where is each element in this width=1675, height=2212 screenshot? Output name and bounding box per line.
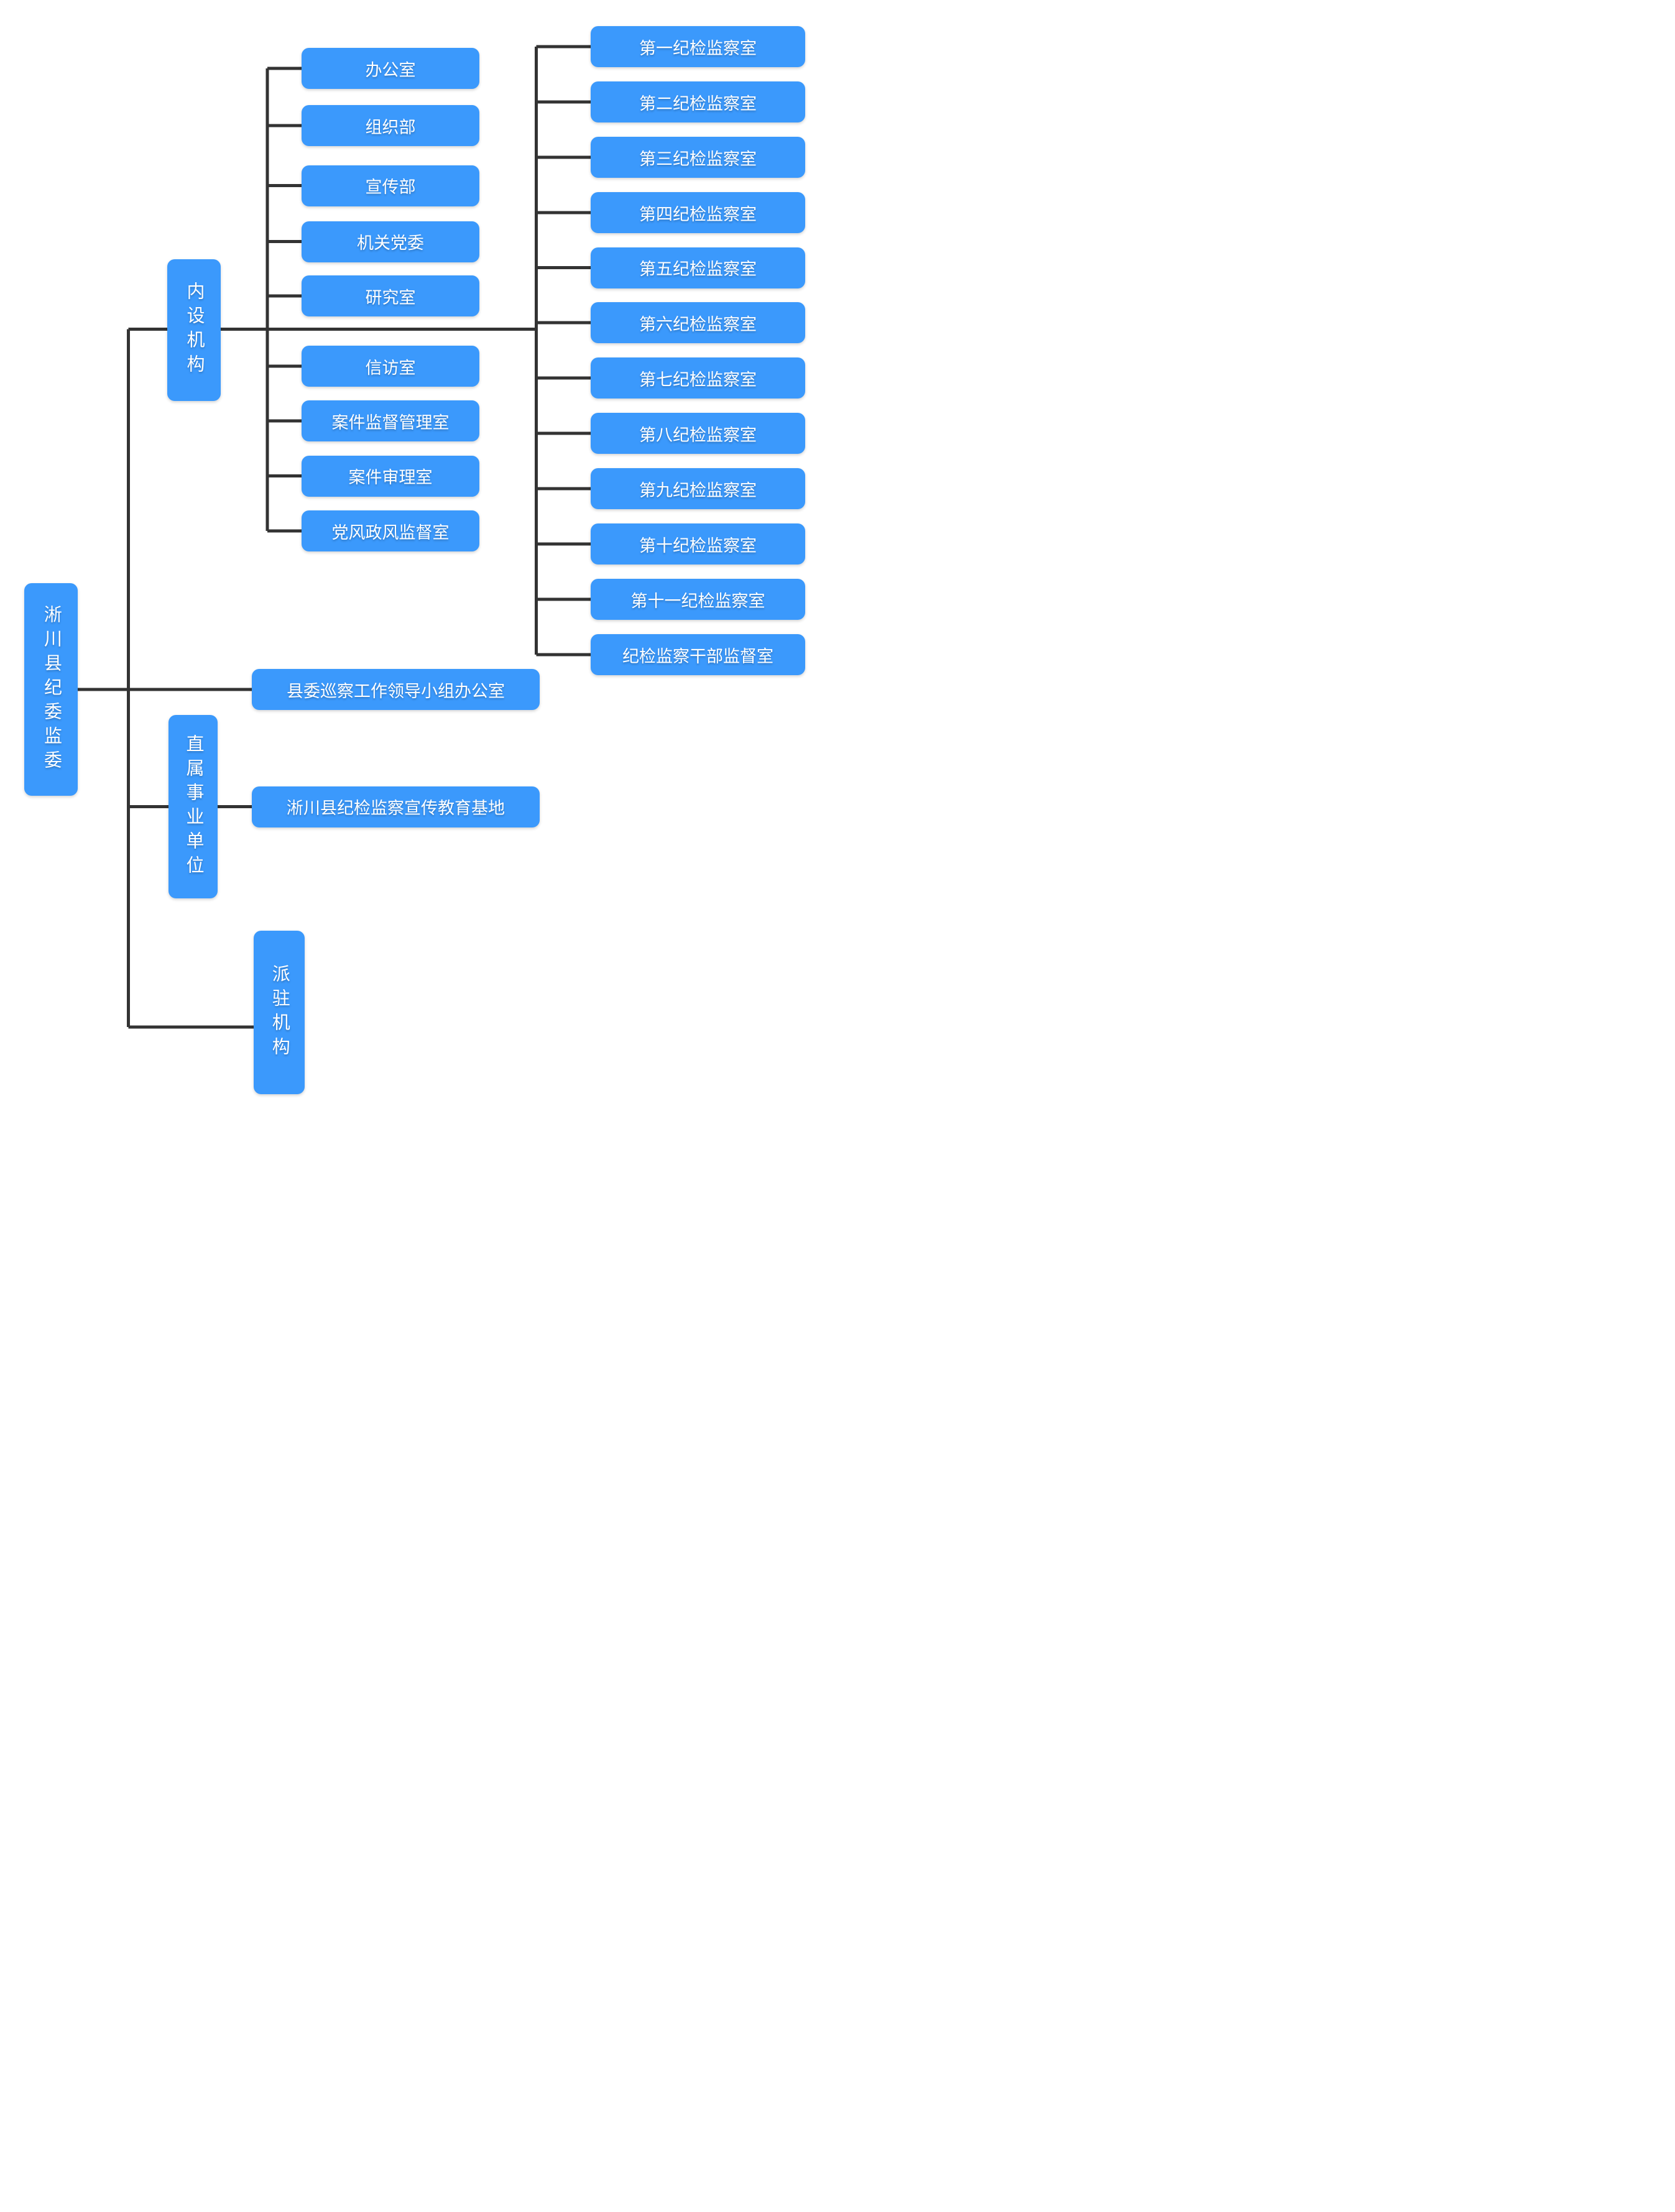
root-node-label: 淅川县纪委监委 [41, 604, 62, 775]
inspection-office-node: 第十一纪检监察室 [591, 579, 805, 620]
root-node: 淅川县纪委监委 [24, 583, 78, 796]
dispatched-org-label: 派驻机构 [269, 964, 290, 1061]
inspection-office-node: 第三纪检监察室 [591, 137, 805, 178]
inspection-office-label: 纪检监察干部监督室 [622, 647, 773, 666]
department-node: 宣传部 [302, 165, 479, 206]
department-node: 办公室 [302, 48, 479, 89]
inspection-office-label: 第九纪检监察室 [639, 481, 757, 500]
inspection-office-node: 第四纪检监察室 [591, 192, 805, 233]
department-label: 党风政风监督室 [331, 523, 450, 542]
inspection-office-node: 第六纪检监察室 [591, 302, 805, 343]
inspection-office-label: 第八纪检监察室 [639, 425, 757, 445]
inspection-office-node: 第九纪检监察室 [591, 468, 805, 509]
inspection-office-node: 第八纪检监察室 [591, 413, 805, 454]
department-node: 案件审理室 [302, 455, 479, 497]
inspection-office-label: 第六纪检监察室 [639, 315, 757, 334]
subordinate-units-node: 直属事业单位 [168, 715, 218, 898]
inspection-office-label: 第七纪检监察室 [639, 370, 757, 389]
internal-org-node: 内设机构 [167, 259, 221, 401]
inspection-office-node: 第一纪检监察室 [591, 26, 805, 67]
department-label: 宣传部 [365, 178, 416, 196]
department-node: 机关党委 [302, 221, 479, 262]
inspection-office-label: 第十纪检监察室 [639, 536, 757, 555]
department-label: 办公室 [365, 60, 416, 80]
inspection-leading-group-office-label: 县委巡察工作领导小组办公室 [287, 681, 505, 701]
department-node: 组织部 [302, 105, 479, 146]
inspection-office-node: 第五纪检监察室 [591, 247, 805, 288]
department-node: 党风政风监督室 [302, 510, 479, 551]
org-chart: 淅川县纪委监委 内设机构 办公室 组织部 宣传部 机关党委 研究室 信访室 案件… [0, 0, 838, 1106]
department-label: 研究室 [365, 288, 416, 307]
internal-org-label: 内设机构 [184, 281, 204, 379]
inspection-office-label: 第五纪检监察室 [639, 260, 757, 279]
inspection-office-node: 纪检监察干部监督室 [591, 634, 805, 675]
department-label: 案件监督管理室 [331, 413, 450, 432]
department-node: 信访室 [302, 346, 479, 387]
inspection-office-node: 第二纪检监察室 [591, 81, 805, 122]
inspection-office-label: 第三纪检监察室 [639, 149, 757, 168]
inspection-office-label: 第十一纪检监察室 [630, 591, 765, 611]
education-base-label: 淅川县纪检监察宣传教育基地 [287, 799, 505, 818]
subordinate-units-label: 直属事业单位 [183, 734, 203, 880]
department-label: 信访室 [365, 358, 416, 377]
inspection-office-label: 第四纪检监察室 [639, 205, 757, 224]
dispatched-org-node: 派驻机构 [253, 931, 305, 1094]
department-node: 研究室 [302, 275, 479, 316]
inspection-leading-group-office-node: 县委巡察工作领导小组办公室 [252, 669, 540, 710]
inspection-office-label: 第一纪检监察室 [639, 39, 757, 58]
inspection-office-node: 第十纪检监察室 [591, 523, 805, 565]
department-label: 机关党委 [357, 234, 424, 252]
inspection-office-label: 第二纪检监察室 [639, 94, 757, 113]
education-base-node: 淅川县纪检监察宣传教育基地 [252, 786, 540, 827]
department-label: 组织部 [365, 118, 416, 137]
connector-layer [78, 45, 592, 1029]
department-label: 案件审理室 [348, 468, 433, 487]
inspection-office-node: 第七纪检监察室 [591, 357, 805, 399]
department-node: 案件监督管理室 [302, 400, 479, 441]
